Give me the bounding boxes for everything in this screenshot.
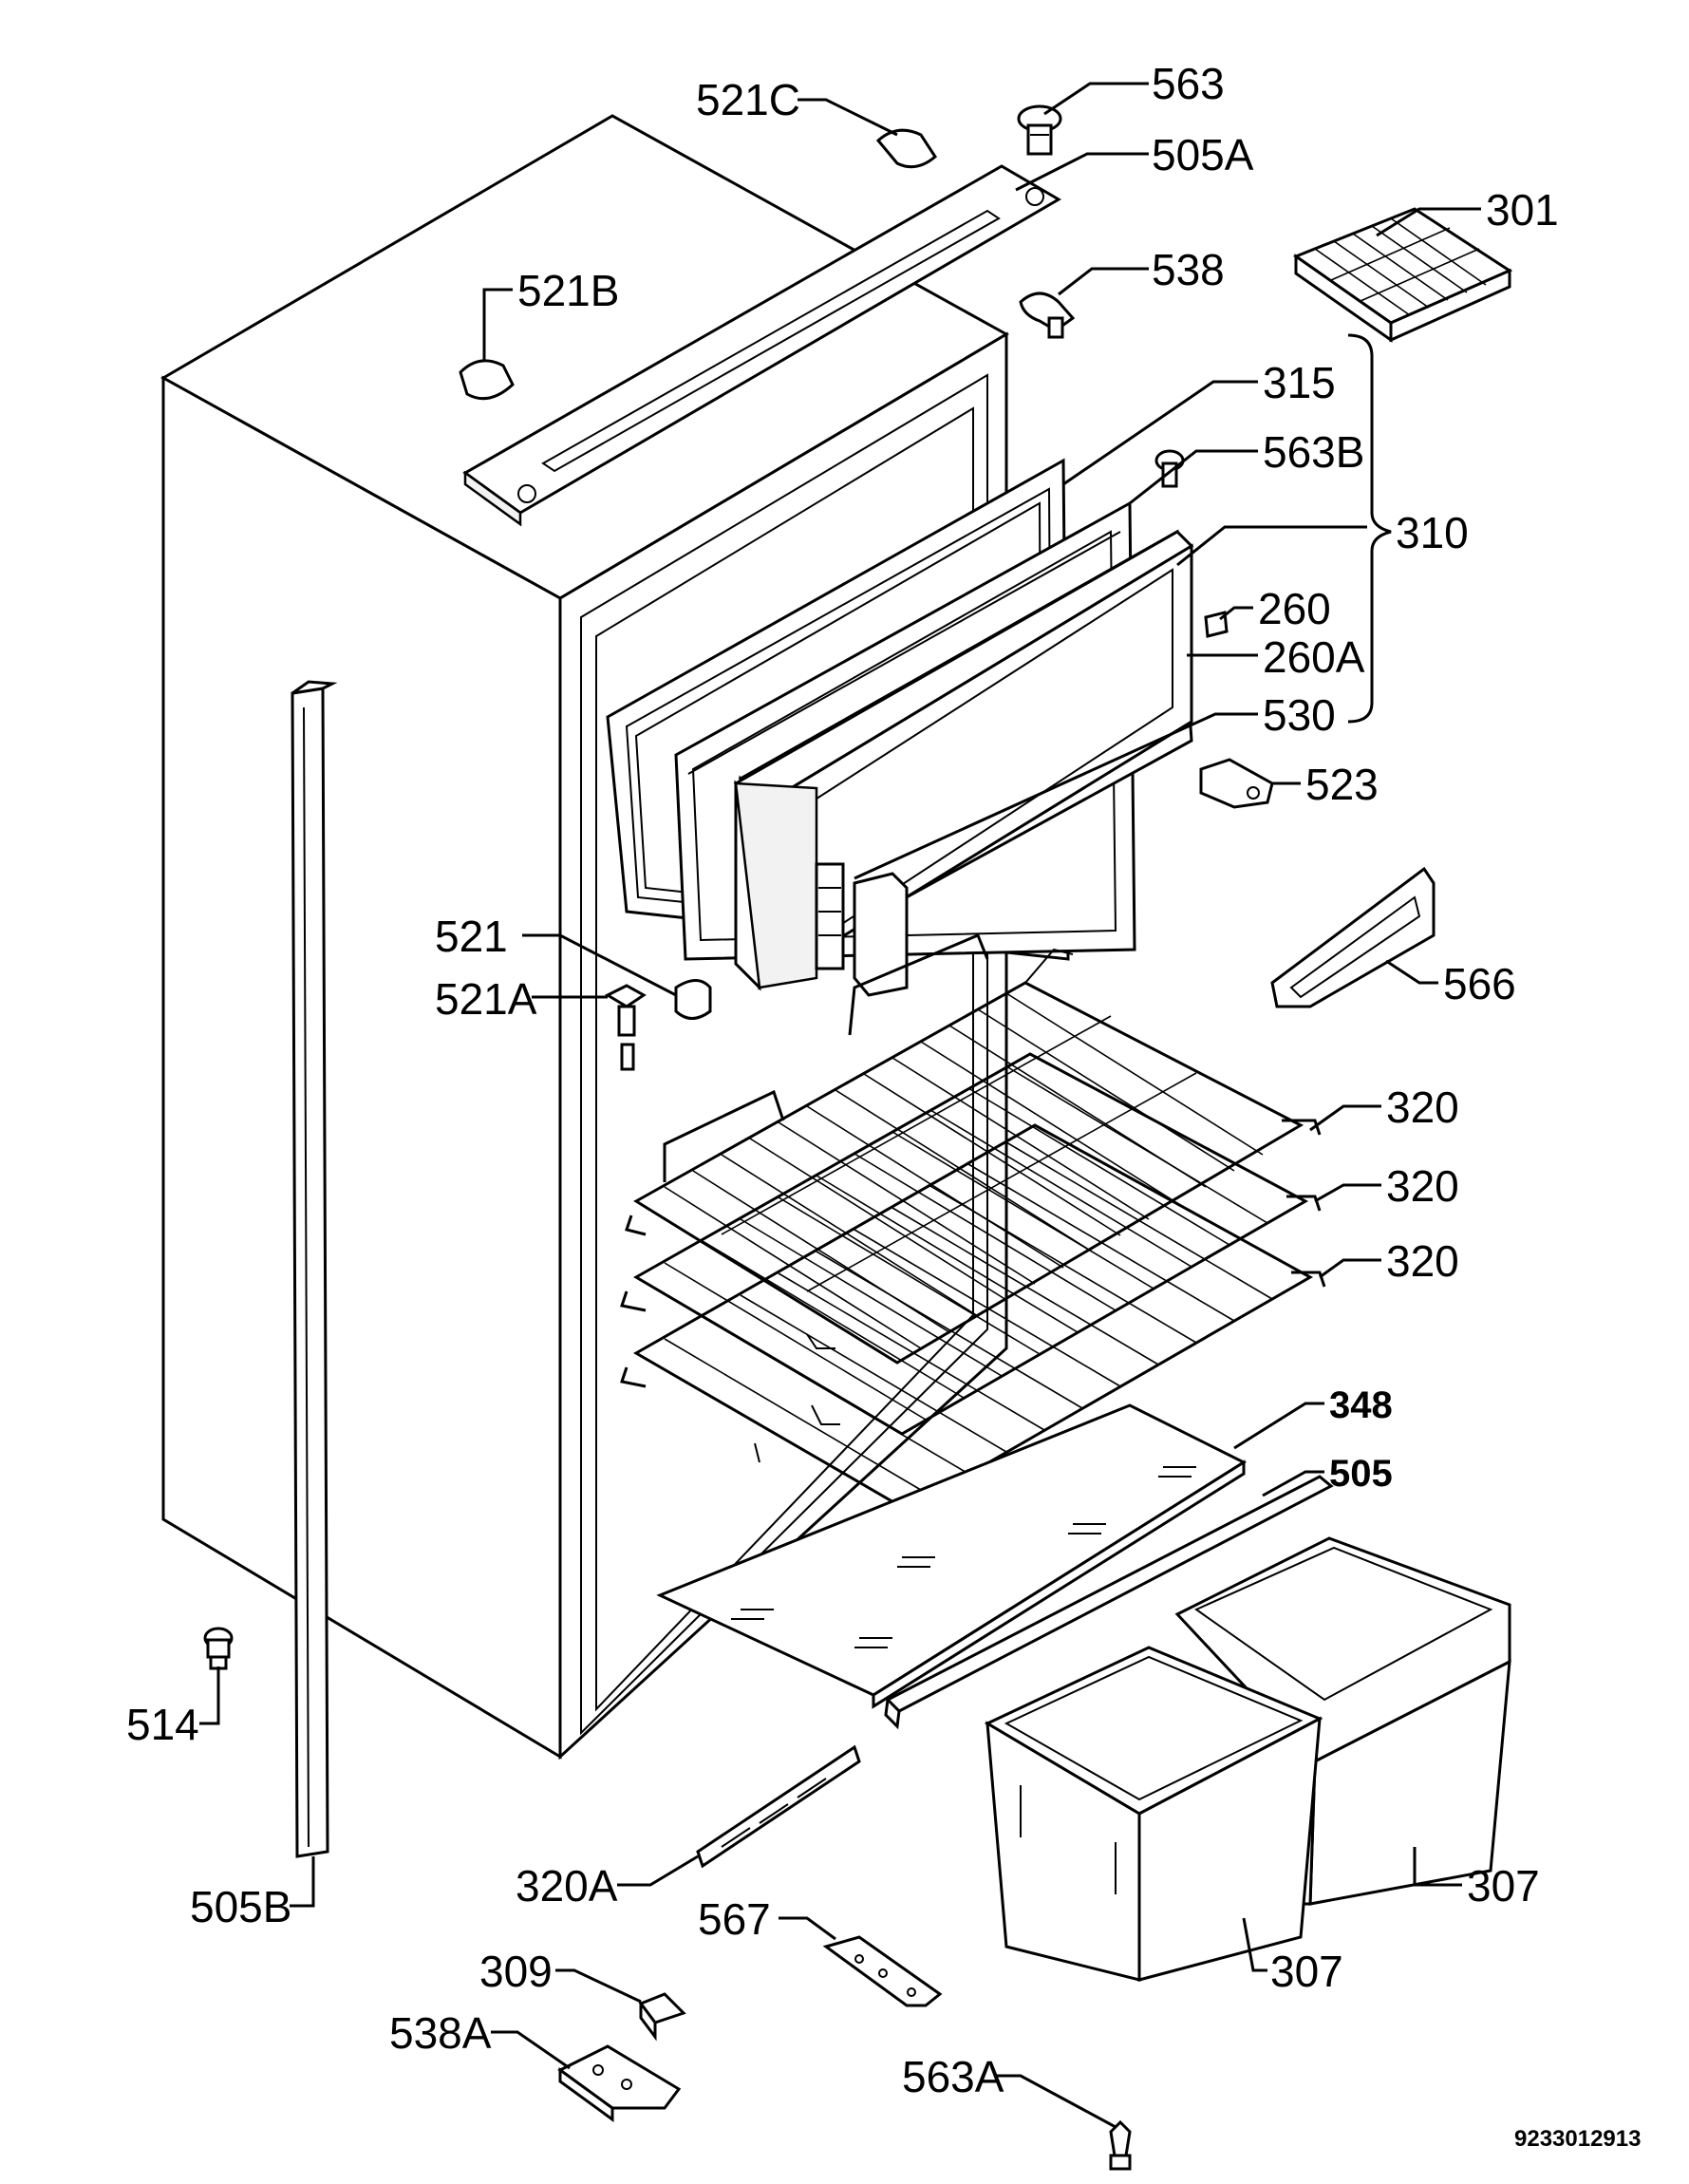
- part-labels: 521C 563 505A 301 521B 538 315 563B 310 …: [126, 59, 1641, 2152]
- document-number: 9233012913: [1514, 2126, 1641, 2152]
- label-563: 563: [1152, 59, 1225, 108]
- switch-523: [1199, 758, 1274, 809]
- label-307-1: 307: [1467, 1861, 1540, 1911]
- label-523: 523: [1305, 760, 1379, 809]
- label-521: 521: [435, 912, 508, 961]
- strip-505: [884, 1475, 1334, 1730]
- cap-521c: [875, 128, 937, 169]
- label-301: 301: [1486, 185, 1559, 235]
- latch-part: [815, 862, 909, 997]
- wire-shelf-3: [620, 1123, 1326, 1512]
- glass-shelf: [656, 1403, 1248, 1709]
- label-514: 514: [126, 1700, 199, 1749]
- part-521: [674, 979, 712, 1020]
- label-320-1: 320: [1386, 1083, 1459, 1132]
- label-521b: 521B: [517, 266, 619, 315]
- foot-514: [203, 1627, 234, 1670]
- label-260: 260: [1258, 584, 1331, 633]
- hinge-538a: [557, 2044, 682, 2122]
- label-309: 309: [479, 1947, 553, 1996]
- crisper-front: [984, 1646, 1323, 1982]
- ice-tray: [1292, 207, 1513, 343]
- label-505: 505: [1329, 1453, 1393, 1495]
- wire-shelf-1: [625, 933, 1322, 1365]
- door-530: [733, 530, 1194, 991]
- label-567: 567: [698, 1894, 771, 1944]
- label-538: 538: [1152, 245, 1225, 294]
- label-563a: 563A: [902, 2052, 1004, 2101]
- label-307-2: 307: [1270, 1947, 1343, 1996]
- label-348: 348: [1329, 1384, 1393, 1426]
- leader-lines: [199, 82, 1481, 2129]
- hinge-538: [1019, 292, 1076, 339]
- label-521c: 521C: [696, 75, 800, 124]
- label-310: 310: [1396, 508, 1469, 557]
- label-320a: 320A: [516, 1861, 618, 1911]
- label-320-2: 320: [1386, 1161, 1459, 1211]
- part-309: [638, 1992, 686, 2042]
- label-505b: 505B: [190, 1882, 291, 1931]
- part-521a: [604, 984, 647, 1071]
- label-320-3: 320: [1386, 1236, 1459, 1286]
- screw-563: [1017, 104, 1062, 156]
- door-trim-505b: [291, 680, 338, 1858]
- bracket-566: [1270, 866, 1436, 1008]
- rail-320a: [696, 1744, 861, 1869]
- top-hinge-plate: [462, 164, 1061, 527]
- label-563b: 563B: [1263, 427, 1364, 477]
- label-566: 566: [1443, 959, 1516, 1008]
- screw-563a: [1109, 2119, 1132, 2171]
- group-bracket-310: [1347, 333, 1392, 724]
- label-315: 315: [1263, 358, 1336, 407]
- cap-521b: [459, 359, 515, 401]
- label-530: 530: [1263, 690, 1336, 740]
- label-260a: 260A: [1263, 632, 1365, 682]
- label-505a: 505A: [1152, 130, 1254, 179]
- label-538a: 538A: [389, 2008, 492, 2058]
- plate-567: [822, 1935, 943, 2007]
- label-521a: 521A: [435, 974, 537, 1024]
